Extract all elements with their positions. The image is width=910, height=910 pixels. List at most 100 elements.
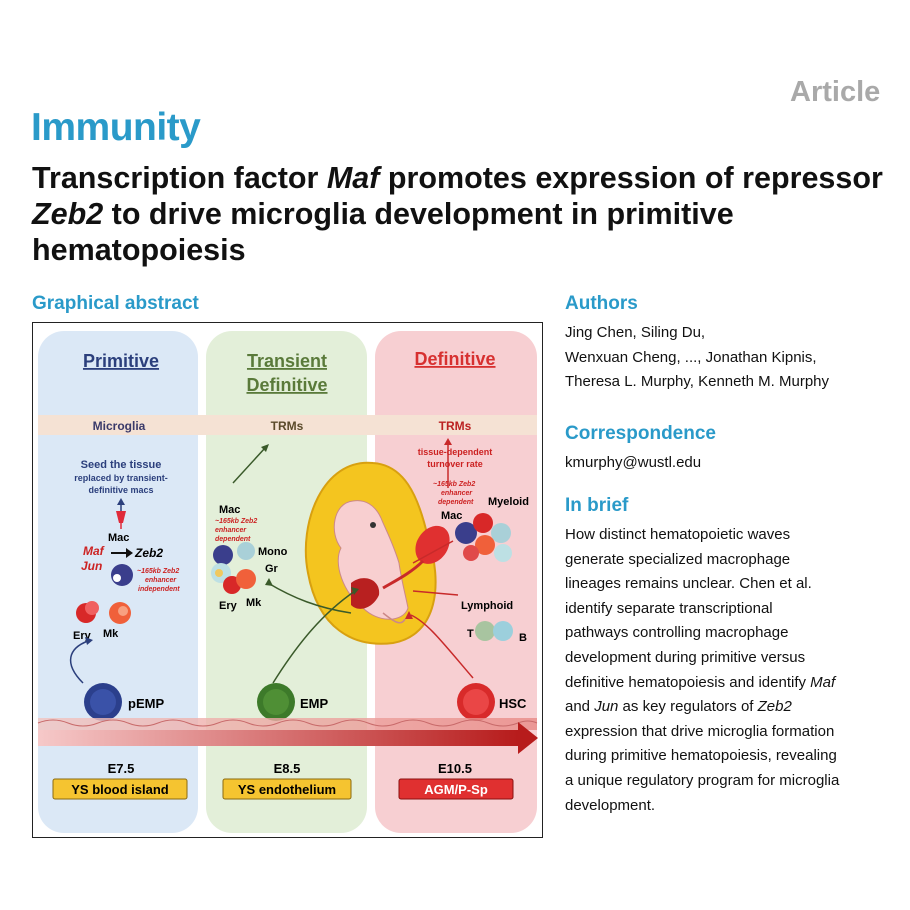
cell-type-band <box>38 415 537 435</box>
in-brief-text: How distinct hematopoietic waves generat… <box>565 523 910 818</box>
definitive-enhancer-2: enhancer <box>441 490 473 497</box>
embryo-to-lymphoid-arrow <box>412 590 459 596</box>
brief-line: development during primitive versus <box>565 648 806 666</box>
transient-enhancer-2: enhancer <box>215 527 247 534</box>
umbilical-cord <box>382 559 425 590</box>
hsc-nucleus <box>463 689 489 715</box>
brief-line: generate specialized macrophage <box>565 550 791 568</box>
brief-gene-zeb2: Zeb2 <box>757 698 792 716</box>
transient-mac-cell <box>213 545 233 565</box>
brief-gene-maf: Maf <box>810 673 836 691</box>
emp-nucleus <box>263 689 289 715</box>
gene-zeb2-label: Zeb2 <box>134 546 163 560</box>
transient-gr-nucleus <box>215 569 223 577</box>
primitive-enhancer-1: ~165kb Zeb2 <box>137 568 179 575</box>
definitive-mk-cell <box>475 535 495 555</box>
developmental-time-arrowhead <box>518 722 538 754</box>
hsc-to-embryo-arrow <box>410 614 474 679</box>
column-title-transient: Transient <box>247 351 327 371</box>
placenta-shape <box>415 525 450 564</box>
definitive-enhancer-3: dependent <box>438 499 474 506</box>
stage-e75: E7.5 <box>108 761 135 776</box>
stage-e105: E10.5 <box>438 761 472 776</box>
turnover-text-1: tissue-dependent <box>418 447 493 457</box>
site-label-primitive: YS blood island <box>71 782 169 797</box>
correspondence-section: Correspondence kmurphy@wustl.edu <box>565 423 905 476</box>
transient-mono-cell <box>237 542 255 560</box>
b-cell <box>493 621 513 641</box>
b-cell-label: B <box>519 632 527 644</box>
transient-mk-label: Mk <box>246 597 262 609</box>
transient-gr-label: Gr <box>265 563 279 575</box>
seed-defmacs-text: definitive macs <box>88 485 153 495</box>
brief-line: and <box>565 698 595 716</box>
primitive-enhancer-2: enhancer <box>145 577 177 584</box>
graphical-abstract-figure: Primitive Transient Definitive Definitiv… <box>37 331 538 833</box>
journal-name: Immunity <box>31 106 201 149</box>
emp-to-embryo-arrow <box>272 590 356 684</box>
site-box-transient <box>222 778 352 800</box>
transient-trm-arrowhead <box>261 444 269 452</box>
brief-line: How distinct hematopoietic waves <box>565 526 791 543</box>
transient-ery-label: Ery <box>219 600 238 612</box>
article-type-label: Article <box>790 76 881 108</box>
site-label-transient: YS endothelium <box>238 782 336 797</box>
definitive-red-cell <box>473 513 493 533</box>
arrowhead-up-primitive <box>117 498 125 505</box>
brief-line: pathways controlling macrophage <box>565 624 789 642</box>
graphical-abstract: Primitive Transient Definitive Definitiv… <box>32 322 543 838</box>
authors-section: Authors Jing Chen, Siling Du, Wenxuan Ch… <box>565 293 905 395</box>
authors-line-2: Wenxuan Cheng, ..., Jonathan Kipnis, <box>565 348 817 366</box>
transient-mono-label: Mono <box>258 546 288 558</box>
column-transient-bg <box>206 331 367 833</box>
site-box-definitive <box>398 778 514 800</box>
transient-enhancer-1: ~165kb Zeb2 <box>215 518 257 525</box>
pemp-differentiation-arrowhead <box>85 637 93 645</box>
transient-enhancer-3: dependent <box>215 536 251 543</box>
band-label-transient: TRMs <box>271 419 304 433</box>
authors-list: Jing Chen, Siling Du, Wenxuan Cheng, ...… <box>565 321 905 395</box>
correspondence-email-link[interactable]: kmurphy@wustl.edu <box>565 454 702 471</box>
column-title-primitive: Primitive <box>83 351 159 371</box>
primitive-mk-label: Mk <box>103 628 119 640</box>
embryo-limb <box>382 612 406 624</box>
embryo-to-myeloid-arrow <box>412 540 454 564</box>
title-part-1: Transcription factor <box>32 161 327 195</box>
hsc-label: HSC <box>499 696 527 711</box>
title-part-3: to drive microglia development in primit… <box>32 197 734 267</box>
developmental-time-arrow <box>38 730 518 746</box>
emp-to-embryo-arrowhead <box>351 587 359 595</box>
primitive-mac-cell <box>111 564 133 586</box>
turnover-text-2: turnover rate <box>427 459 483 469</box>
microglia-cell <box>116 511 126 523</box>
transient-trm-arrow <box>232 447 266 484</box>
site-label-definitive: AGM/P-Sp <box>424 782 488 797</box>
in-brief-section: In brief How distinct hematopoietic wave… <box>565 495 910 818</box>
pemp-nucleus <box>90 689 116 715</box>
t-cell-label: T <box>467 628 474 640</box>
hsc-to-embryo-arrowhead <box>405 611 413 619</box>
column-title-definitive: Definitive <box>414 349 495 369</box>
seed-replaced-text: replaced by transient- <box>74 473 168 483</box>
definitive-trm-arrowhead <box>444 438 452 445</box>
brief-line: expression that drive microglia formatio… <box>565 722 835 740</box>
primitive-mac-label: Mac <box>108 532 129 544</box>
brief-gene-jun: Jun <box>594 698 619 716</box>
primitive-mk-cell-2 <box>118 606 128 616</box>
band-label-primitive: Microglia <box>93 419 146 433</box>
brief-line: lineages remains unclear. Chen et al. <box>565 575 812 593</box>
title-gene-zeb2: Zeb2 <box>32 197 104 231</box>
gene-maf-label: Maf <box>83 544 105 558</box>
stage-e85: E8.5 <box>274 761 301 776</box>
seed-tissue-text: Seed the tissue <box>81 459 162 471</box>
pemp-differentiation-arrow <box>69 640 89 684</box>
correspondence-heading: Correspondence <box>565 423 716 444</box>
t-cell <box>475 621 495 641</box>
column-title-transient-2: Definitive <box>246 375 327 395</box>
brief-line: definitive hematopoiesis and identify <box>565 673 811 691</box>
graphical-abstract-heading: Graphical abstract <box>32 293 199 314</box>
endothelium-cells <box>37 719 538 727</box>
authors-line-1: Jing Chen, Siling Du, <box>565 324 706 341</box>
primitive-ery-cell-2 <box>85 601 99 615</box>
transient-mac-label: Mac <box>219 504 240 516</box>
